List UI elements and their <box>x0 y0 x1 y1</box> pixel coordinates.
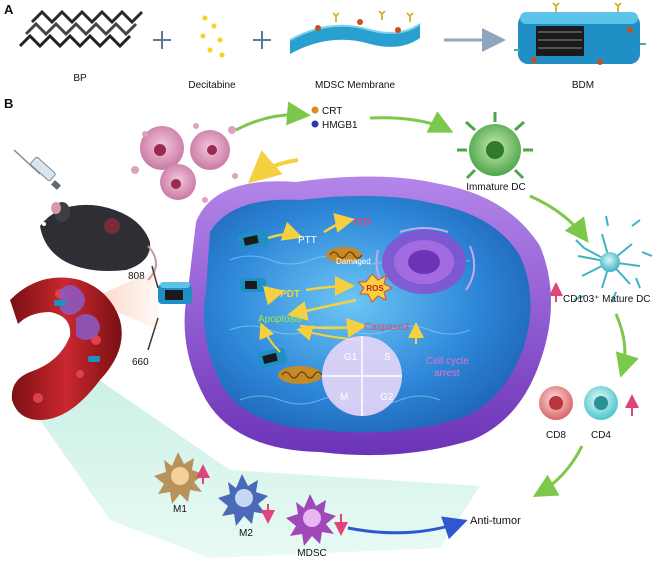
m2-macrophage-icon <box>218 474 268 526</box>
mitochondria-icon <box>278 366 323 384</box>
label-m: M <box>340 392 348 403</box>
bdm-nanoparticle-icon <box>237 229 269 251</box>
arrow-np-apoptosis <box>259 322 281 353</box>
label-ros: ROS <box>366 284 384 293</box>
arrow-pdt <box>263 285 285 306</box>
bp-icon <box>18 9 144 49</box>
arrow-to-apoptosis <box>287 298 357 321</box>
membrane-sheet-icon <box>289 10 421 54</box>
m1-macrophage-icon <box>154 452 204 504</box>
arrow-ptt <box>267 221 303 241</box>
label-m2: M2 <box>239 528 253 539</box>
light-beam <box>88 270 160 330</box>
arrow-to-immature-dc <box>369 111 454 133</box>
label-arrest-line1: Cell cycle <box>426 356 469 367</box>
label-g1: G1 <box>344 352 358 363</box>
blood-vessel-icon <box>10 277 122 420</box>
cd8-nucleus <box>549 396 563 410</box>
arrow-icd <box>323 213 355 234</box>
mouse-icon <box>40 202 157 281</box>
decitabine-icon <box>200 15 225 58</box>
plus-icon <box>253 31 271 49</box>
label-ptt: PTT <box>298 235 317 246</box>
panel-b-letter: B <box>4 96 13 111</box>
hmgb1-dot-icon <box>311 120 319 128</box>
label-808: 808 <box>128 271 145 282</box>
label-bdm: BDM <box>572 80 594 91</box>
arrow-to-mature-dc <box>529 194 589 243</box>
label-mdsc: MDSC <box>297 548 326 559</box>
label-mdsc-membrane: MDSC Membrane <box>315 80 395 91</box>
label-pdt: PDT <box>280 289 300 300</box>
bdm-nanoparticle-icon <box>240 278 266 292</box>
bdm-nanoparticle-icon <box>158 282 192 304</box>
label-bp: BP <box>73 73 87 84</box>
nucleus-er-icon <box>375 227 476 294</box>
bdm-nanoparticle-icon <box>257 347 287 369</box>
mdsc-cell-icon <box>286 494 336 546</box>
bdm-nanoparticle-icon <box>514 2 646 65</box>
immature-dc-icon <box>457 112 533 180</box>
label-arrest-line2: arrest <box>434 368 460 379</box>
label-anti-tumor: Anti-tumor <box>470 515 521 527</box>
label-damaged: Damaged <box>336 257 371 266</box>
label-immature-dc: Immature DC <box>466 182 525 193</box>
label-apoptosis: Apoptosis <box>258 314 302 325</box>
syringe-icon <box>13 149 61 190</box>
plus-icon <box>153 31 171 49</box>
label-cd8: CD8 <box>546 430 566 441</box>
arrow-to-t-cells <box>614 313 639 378</box>
mature-dc-icon <box>573 215 653 303</box>
label-m1: M1 <box>173 504 187 515</box>
ros-burst-icon <box>356 273 394 303</box>
cd4-nucleus <box>594 396 608 410</box>
mitochondria-icon <box>326 247 363 263</box>
arrow-t-cells-anti-tumor <box>532 445 584 497</box>
cell-cycle-diagram <box>322 336 402 416</box>
arrow-ros <box>305 276 355 297</box>
label-caspase: Caspase3 <box>364 322 409 333</box>
panel-a-letter: A <box>4 2 14 17</box>
label-icd: ICD <box>354 217 371 228</box>
label-decitabine: Decitabine <box>188 80 236 91</box>
legend-hmgb1: HMGB1 <box>322 120 358 131</box>
mature-dc-body <box>600 252 620 272</box>
label-g2: G2 <box>380 392 394 403</box>
arrow-tme-anti-tumor <box>347 516 468 540</box>
label-660: 660 <box>132 357 149 368</box>
tme-region <box>40 360 480 558</box>
label-mature-dc: CD103⁺ Mature DC <box>563 294 651 305</box>
crt-dot-icon <box>311 106 319 114</box>
arrow-release <box>235 101 311 132</box>
legend-crt: CRT <box>322 106 342 117</box>
dying-tumor-cells <box>131 123 238 203</box>
arrow-cell-death <box>247 150 299 184</box>
label-cd4: CD4 <box>591 430 611 441</box>
label-s: S <box>384 352 391 363</box>
